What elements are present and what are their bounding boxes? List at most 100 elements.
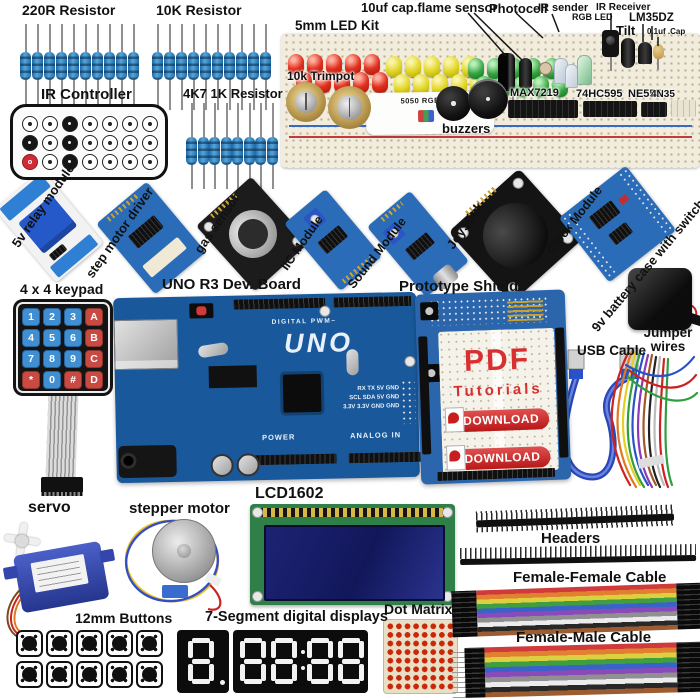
keypad-key: B — [85, 329, 103, 347]
resistor-10k — [152, 24, 163, 110]
remote-button — [82, 154, 98, 170]
label-female-male-cable: Female-Male Cable — [516, 629, 652, 646]
segment — [359, 641, 364, 658]
segment — [261, 641, 266, 658]
analog-in-text: ANALOG IN — [349, 430, 402, 441]
stepper-motor-body — [152, 519, 216, 583]
label-220r-resistor: 220R Resistor — [22, 2, 116, 18]
pin-header-strip — [475, 504, 675, 533]
download-label: DOWNLOAD — [464, 449, 541, 467]
dot-matrix-display — [383, 619, 458, 694]
connector — [142, 236, 188, 278]
buzzer — [436, 86, 471, 121]
lead — [610, 57, 612, 71]
keypad-4x4: 1 2 3 A 4 5 6 B 7 8 9 C * 0 # D — [13, 299, 113, 396]
segment — [192, 638, 210, 643]
trimpot — [286, 82, 326, 122]
segment — [342, 679, 360, 684]
ir-remote — [10, 104, 168, 180]
segment — [244, 658, 262, 664]
photocell — [539, 62, 552, 75]
digital-header — [233, 297, 326, 310]
servo-mount-tab — [2, 565, 19, 580]
lead — [657, 58, 659, 70]
led-red — [307, 54, 323, 75]
remote-button — [102, 154, 118, 170]
label-female-female-cable: Female-Female Cable — [513, 569, 667, 586]
keypad-key: * — [22, 371, 40, 389]
resistor-220r — [56, 24, 67, 110]
label-74hc595: 74HC595 — [576, 88, 623, 100]
push-button — [106, 661, 133, 688]
push-button — [136, 630, 163, 657]
resistor-10k — [200, 24, 211, 110]
cap-01uf — [653, 44, 664, 59]
segment — [275, 658, 293, 664]
resistor-220r — [128, 24, 139, 110]
resistor-4k7-1k — [255, 103, 266, 189]
mcu-chip — [282, 373, 322, 413]
keypad-key: # — [64, 371, 82, 389]
segment — [244, 679, 262, 684]
segment — [338, 664, 343, 681]
segment — [338, 641, 343, 658]
buzzer — [468, 79, 508, 119]
keypad-key: D — [85, 371, 103, 389]
push-button — [136, 661, 163, 688]
remote-button — [62, 154, 78, 170]
segment — [275, 679, 293, 684]
mini-breadboard: PDF Tutorials DOWNLOAD DOWNLOAD — [438, 327, 559, 474]
remote-button — [42, 154, 58, 170]
label-lm35dz: LM35DZ — [629, 12, 674, 24]
cable-connectors — [451, 590, 478, 638]
smd-pads — [506, 298, 544, 322]
segment — [307, 664, 312, 681]
seven-seg-single — [177, 630, 229, 693]
cable-pins — [451, 647, 466, 699]
chip-max7219 — [508, 100, 578, 118]
push-button — [46, 630, 73, 657]
label-5mm-led-kit: 5mm LED Kit — [295, 18, 380, 33]
resistor-220r — [32, 24, 43, 110]
uno-r3-board: DIGITAL PWM~ UNO RX TX 5V GND SCL SDA 5V… — [113, 291, 435, 484]
segment — [342, 658, 360, 664]
label-12mm-buttons: 12mm Buttons — [75, 610, 173, 626]
resistor-10k — [188, 24, 199, 110]
label-dot-matrix: Dot Matrix — [384, 601, 453, 617]
rgb-led — [577, 55, 592, 85]
resistor-4k7-1k — [232, 103, 243, 189]
keypad-keys: 1 2 3 A 4 5 6 B 7 8 9 C * 0 # D — [22, 308, 104, 389]
keypad-key: 4 — [22, 329, 40, 347]
label-10uf-cap-flame-sensor: 10uf cap.flame sensor — [361, 0, 498, 15]
breadboard-red-rail — [289, 136, 692, 138]
jack-opening — [120, 452, 137, 470]
led-yellow — [394, 74, 410, 95]
keypad-key: 6 — [64, 329, 82, 347]
resistor-220r — [116, 24, 127, 110]
cable-wires — [484, 642, 678, 698]
tact-button — [420, 301, 439, 321]
push-button — [16, 630, 43, 657]
segment — [307, 641, 312, 658]
resistor-220r — [44, 24, 55, 110]
pin-label-row: 3.3V 3.3V GND GND — [343, 403, 400, 411]
lead — [512, 90, 514, 104]
remote-button — [42, 116, 58, 132]
segment — [271, 664, 276, 681]
segment — [192, 679, 210, 684]
keypad-key: 9 — [64, 350, 82, 368]
remote-power-button — [22, 154, 38, 170]
pdf-icon — [444, 407, 465, 433]
resistor-10k — [236, 24, 247, 110]
female-male-cable — [451, 641, 700, 699]
led-yellow — [424, 56, 440, 77]
resistor-4k7-1k — [220, 103, 232, 189]
resistor-10k — [164, 24, 175, 110]
label-4k7-1k-resistor: 4K7 1K Resistor — [183, 86, 283, 101]
keypad-key: 7 — [22, 350, 40, 368]
segment — [188, 641, 193, 658]
crystal-2 — [346, 349, 359, 376]
capacitor — [236, 453, 260, 477]
label-lcd1602: LCD1602 — [255, 485, 324, 502]
